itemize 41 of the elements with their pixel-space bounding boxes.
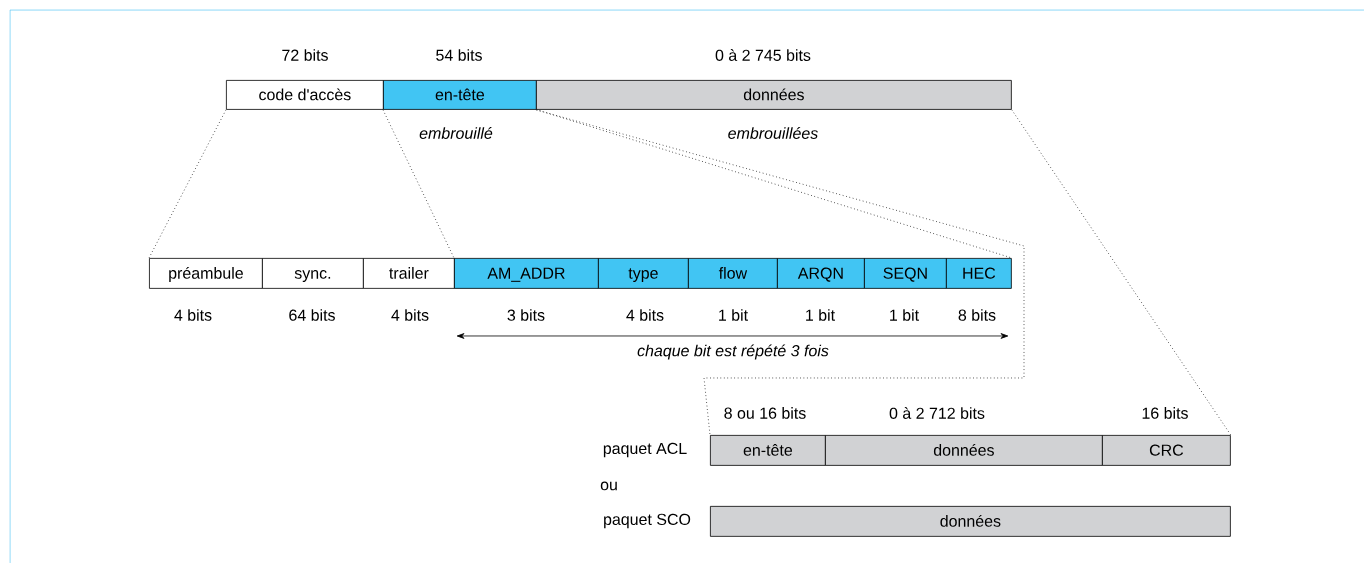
repeat-note: chaque bit est répété 3 fois xyxy=(637,344,829,360)
bit-count: 64 bits xyxy=(289,309,335,321)
field-box: code d'accès xyxy=(226,80,384,110)
bit-count: 4 bits xyxy=(174,309,212,321)
scrambled-note: embrouillé xyxy=(419,127,493,139)
bit-count: 0 à 2 745 bits xyxy=(715,49,811,61)
scrambled-note: embrouillées xyxy=(728,127,818,139)
packet-label: paquet ACL xyxy=(603,442,687,458)
bit-count: 1 bit xyxy=(890,309,919,321)
field-box: en-tête xyxy=(383,80,537,110)
bit-count: 16 bits xyxy=(1142,407,1188,419)
field-box: trailer xyxy=(363,258,455,289)
packet-label: ou xyxy=(600,481,617,491)
field-box: flow xyxy=(688,258,778,289)
bit-count: 3 bits xyxy=(507,309,545,321)
field-box: données xyxy=(536,80,1012,110)
field-box: ARQN xyxy=(777,258,865,289)
bit-count: 1 bit xyxy=(719,309,748,321)
bit-count: 8 ou 16 bits xyxy=(724,407,806,419)
field-box: HEC xyxy=(945,258,1012,289)
field-box: données xyxy=(710,506,1231,537)
bit-count: 72 bits xyxy=(282,49,328,61)
bit-count: 4 bits xyxy=(626,309,664,321)
bit-count: 4 bits xyxy=(391,309,429,321)
bit-count: 0 à 2 712 bits xyxy=(889,407,985,419)
field-box: préambule xyxy=(149,258,263,289)
zoom-line xyxy=(535,109,1025,436)
field-box: sync. xyxy=(262,258,364,289)
field-box: SEQN xyxy=(864,258,947,289)
bit-count: 54 bits xyxy=(436,49,482,61)
field-box: type xyxy=(598,258,689,289)
field-box: AM_ADDR xyxy=(454,258,599,289)
zoom-line xyxy=(536,109,1013,259)
zoom-line xyxy=(148,109,227,259)
bit-count: 1 bit xyxy=(806,309,835,321)
zoom-line xyxy=(382,109,455,259)
field-box: en-tête xyxy=(710,435,826,466)
zoom-line xyxy=(1011,109,1232,436)
bit-count: 8 bits xyxy=(958,309,996,321)
packet-label: paquet SCO xyxy=(604,513,691,529)
field-box: CRC xyxy=(1102,435,1231,466)
